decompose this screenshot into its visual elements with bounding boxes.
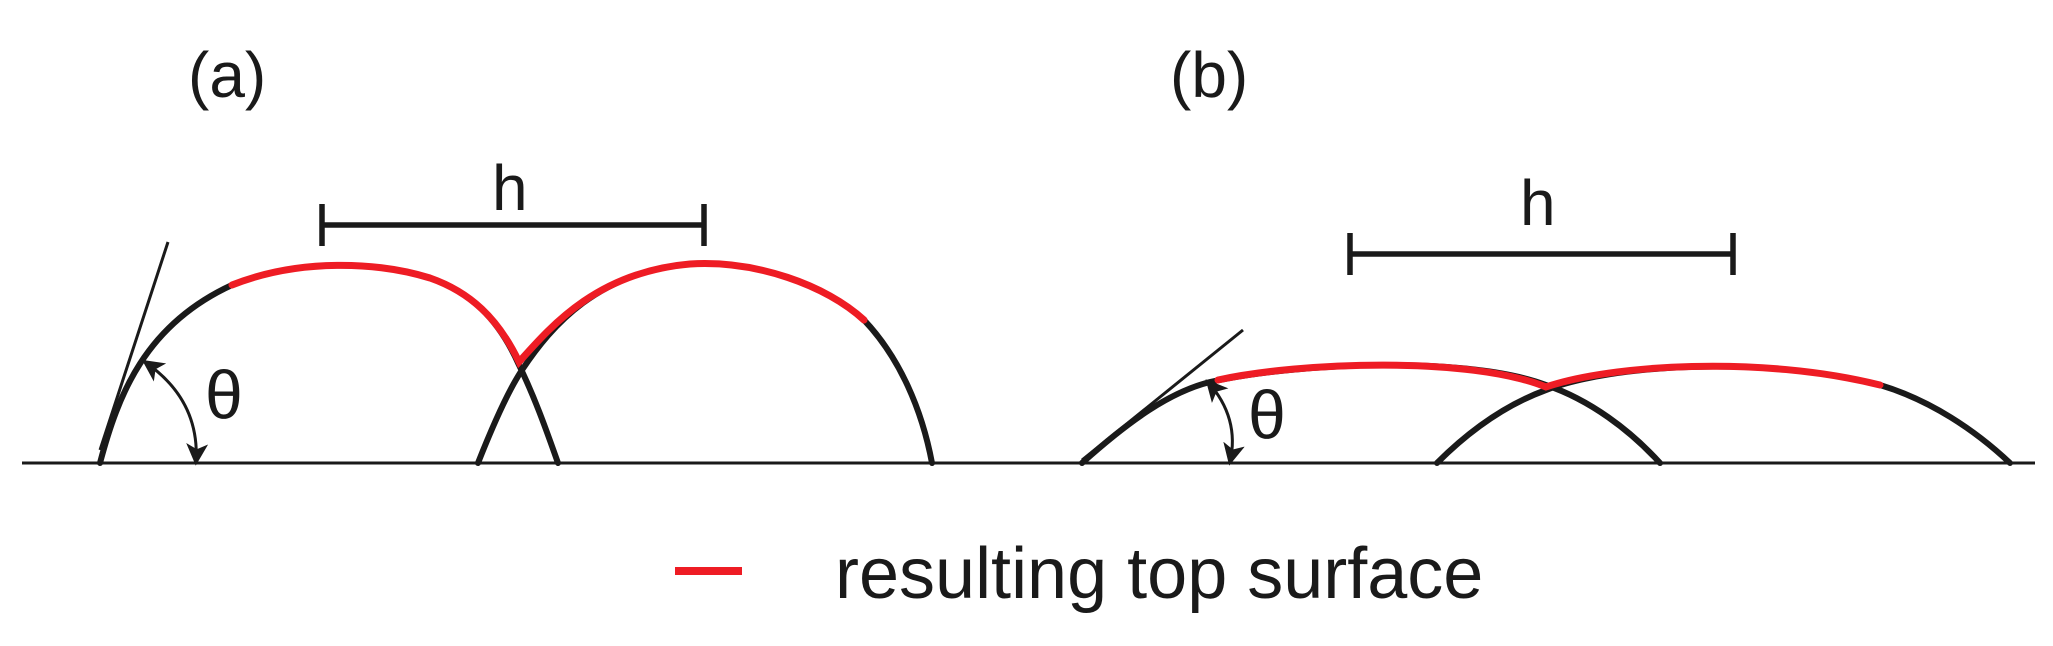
panel-a-tangent-line <box>98 241 170 451</box>
panel-a-top-surface <box>228 260 868 369</box>
panel-b: (b) h θ <box>1079 39 2013 466</box>
panel-b-label: (b) <box>1170 39 1248 111</box>
panel-a: (a) h θ <box>97 39 935 466</box>
panel-b-tangent-line <box>1081 328 1244 462</box>
panel-b-angle-label: θ <box>1248 377 1286 453</box>
panel-b-spacing-label: h <box>1520 167 1556 239</box>
legend: resulting top surface <box>675 534 1483 614</box>
panel-b-spacing-bar <box>1347 233 1736 275</box>
panel-a-angle-label: θ <box>205 357 243 433</box>
panel-a-spacing-label: h <box>492 152 528 224</box>
panel-a-spacing-bar <box>319 204 707 246</box>
panel-b-angle-arc <box>1205 379 1245 466</box>
panel-b-top-surface <box>1214 361 1884 391</box>
legend-text: resulting top surface <box>835 534 1483 614</box>
panel-a-angle-arc <box>141 359 209 466</box>
panel-a-label: (a) <box>188 39 266 111</box>
